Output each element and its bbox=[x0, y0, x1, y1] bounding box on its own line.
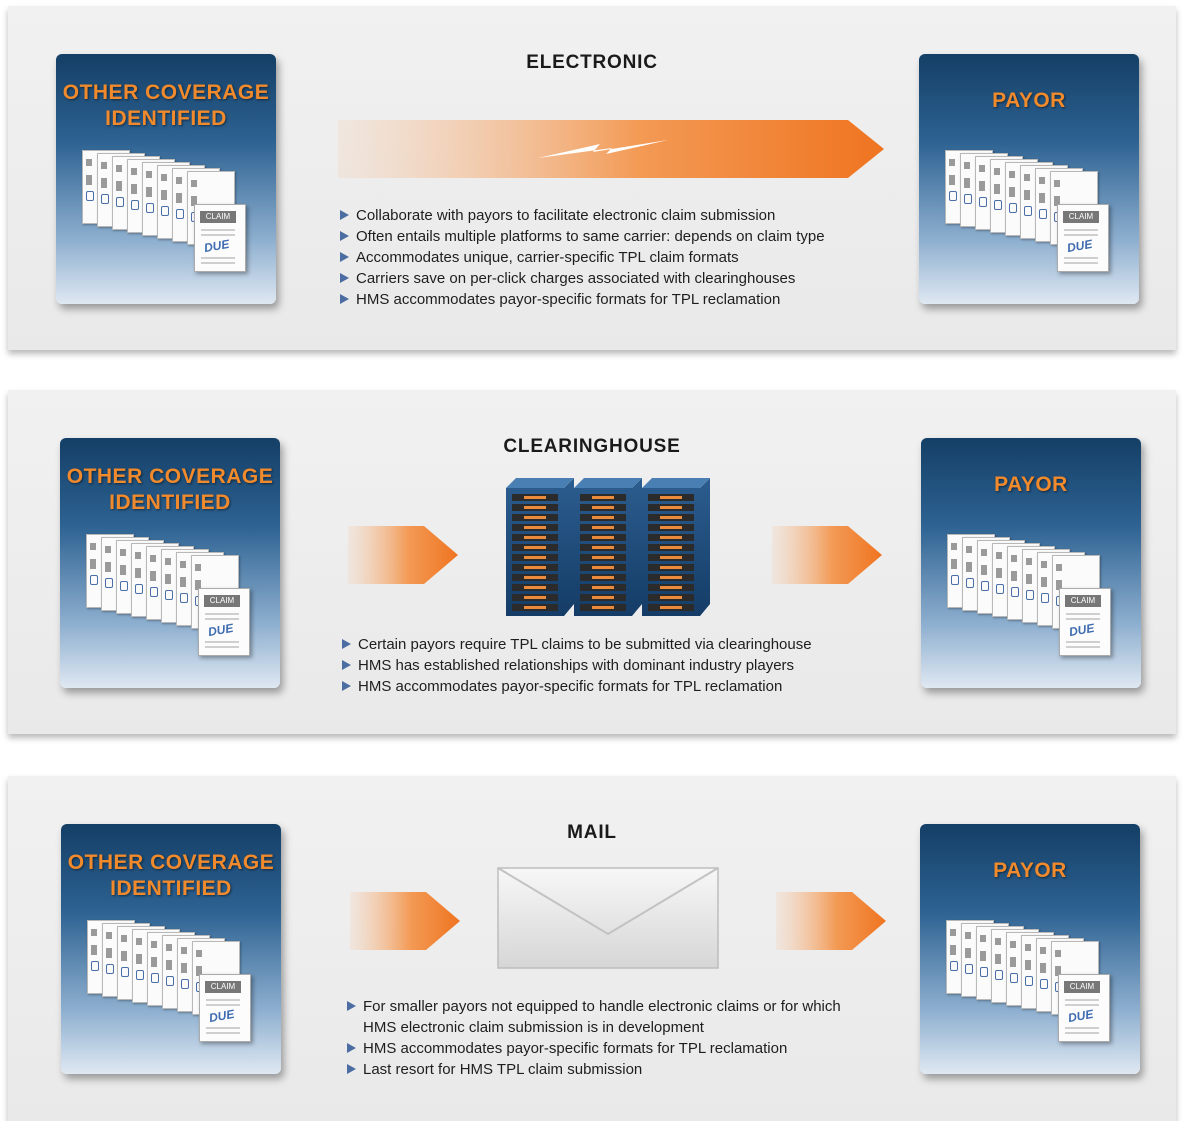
panel-title: ELECTRONIC bbox=[526, 52, 658, 73]
claim-documents-icon: CLAIM DUE bbox=[78, 534, 268, 664]
due-label: DUE bbox=[1066, 1006, 1095, 1026]
due-label: DUE bbox=[206, 620, 235, 640]
due-label: DUE bbox=[202, 236, 231, 256]
card-title: OTHER COVERAGE IDENTIFIED bbox=[66, 465, 274, 514]
clearinghouse-bullets: Certain payors require TPL claims to be … bbox=[340, 634, 900, 697]
arrow-to-payor-icon bbox=[776, 892, 886, 950]
electronic-arrow-icon bbox=[338, 120, 884, 178]
claim-documents-icon: CLAIM DUE bbox=[938, 920, 1128, 1050]
claim-label: CLAIM bbox=[1064, 981, 1100, 993]
card-title: OTHER COVERAGE IDENTIFIED bbox=[62, 81, 270, 130]
claim-documents-icon: CLAIM DUE bbox=[939, 534, 1129, 664]
electronic-bullets: Collaborate with payors to facilitate el… bbox=[338, 205, 898, 310]
clearinghouse-panel: CLEARINGHOUSE OTHER COVERAGE IDENTIFIED … bbox=[8, 390, 1176, 734]
payor-card: PAYOR CLAIM DUE bbox=[921, 438, 1141, 688]
bullet-item: HMS accommodates payor-specific formats … bbox=[338, 289, 898, 310]
card-title: PAYOR bbox=[993, 859, 1067, 882]
claim-label: CLAIM bbox=[1063, 211, 1099, 223]
due-label: DUE bbox=[1065, 236, 1094, 256]
due-label: DUE bbox=[1067, 620, 1096, 640]
arrow-to-clearinghouse-icon bbox=[348, 526, 458, 584]
panel-title: MAIL bbox=[567, 822, 617, 843]
envelope-icon bbox=[497, 867, 719, 969]
due-label: DUE bbox=[207, 1006, 236, 1026]
bullet-item: Last resort for HMS TPL claim submission bbox=[345, 1059, 865, 1080]
claim-due-page: CLAIM DUE bbox=[1057, 204, 1109, 272]
payor-card: PAYOR CLAIM DUE bbox=[919, 54, 1139, 304]
claim-label: CLAIM bbox=[200, 211, 236, 223]
other-coverage-card: OTHER COVERAGE IDENTIFIED CLAIM DUE bbox=[56, 54, 276, 304]
panel-title: CLEARINGHOUSE bbox=[503, 436, 681, 457]
claim-due-page: CLAIM DUE bbox=[1058, 974, 1110, 1042]
claim-label: CLAIM bbox=[1065, 595, 1101, 607]
bullet-item: HMS accommodates payor-specific formats … bbox=[340, 676, 900, 697]
other-coverage-card: OTHER COVERAGE IDENTIFIED CLAIM DUE bbox=[61, 824, 281, 1074]
claim-due-page: CLAIM DUE bbox=[1059, 588, 1111, 656]
card-title: PAYOR bbox=[992, 89, 1066, 112]
claim-due-page: CLAIM DUE bbox=[198, 588, 250, 656]
arrow-to-payor-icon bbox=[772, 526, 882, 584]
card-title: PAYOR bbox=[994, 473, 1068, 496]
bullet-item: Often entails multiple platforms to same… bbox=[338, 226, 898, 247]
bullet-item: Collaborate with payors to facilitate el… bbox=[338, 205, 898, 226]
claim-documents-icon: CLAIM DUE bbox=[937, 150, 1127, 280]
arrow-to-mail-icon bbox=[350, 892, 460, 950]
claim-due-page: CLAIM DUE bbox=[199, 974, 251, 1042]
bullet-item: HMS has established relationships with d… bbox=[340, 655, 900, 676]
other-coverage-card: OTHER COVERAGE IDENTIFIED CLAIM DUE bbox=[60, 438, 280, 688]
electronic-panel: ELECTRONIC OTHER COVERAGE IDENTIFIED CLA… bbox=[8, 6, 1176, 350]
claim-documents-icon: CLAIM DUE bbox=[79, 920, 269, 1050]
card-title: OTHER COVERAGE IDENTIFIED bbox=[67, 851, 275, 900]
payor-card: PAYOR CLAIM DUE bbox=[920, 824, 1140, 1074]
claim-label: CLAIM bbox=[205, 981, 241, 993]
claim-documents-icon: CLAIM DUE bbox=[74, 150, 264, 280]
bullet-item: HMS accommodates payor-specific formats … bbox=[345, 1038, 865, 1059]
claim-label: CLAIM bbox=[204, 595, 240, 607]
bullet-item: Carriers save on per-click charges assoc… bbox=[338, 268, 898, 289]
bullet-item: For smaller payors not equipped to handl… bbox=[345, 996, 865, 1038]
bullet-item: Accommodates unique, carrier-specific TP… bbox=[338, 247, 898, 268]
mail-bullets: For smaller payors not equipped to handl… bbox=[345, 996, 865, 1080]
claim-due-page: CLAIM DUE bbox=[194, 204, 246, 272]
server-rack-icon bbox=[506, 478, 710, 616]
bullet-item: Certain payors require TPL claims to be … bbox=[340, 634, 900, 655]
